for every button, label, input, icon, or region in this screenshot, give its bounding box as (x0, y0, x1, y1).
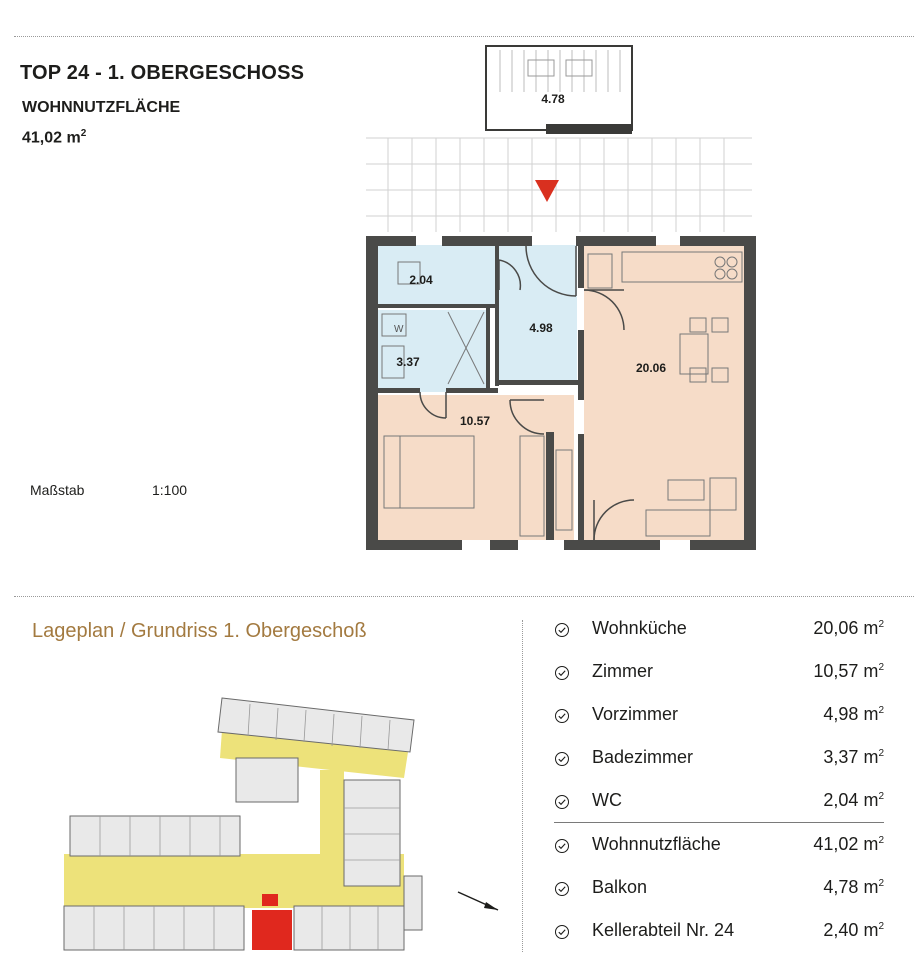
walls (366, 236, 756, 550)
unit-title: TOP 24 - 1. OBERGESCHOSS (20, 62, 305, 84)
site-plan (63, 697, 499, 951)
room-area: 2,40 m2 (823, 920, 884, 941)
room-name: Balkon (592, 877, 648, 897)
room-area-sup: 2 (878, 835, 884, 846)
room-label-bad: 3.37 (396, 355, 420, 369)
room-area-row: Zimmer 10,57 m2 (554, 659, 884, 689)
check-circle-icon (555, 839, 569, 853)
fixtures (381, 251, 743, 537)
room-area: 4,78 m2 (823, 877, 884, 898)
room-area-sup: 2 (878, 705, 884, 716)
room-area: 2,04 m2 (823, 790, 884, 811)
site-unit-lines (93, 703, 400, 950)
unit-area-sup: 2 (80, 128, 87, 139)
room-area-value: 2,04 m (823, 790, 879, 810)
room-area-sup: 2 (878, 791, 884, 802)
check-circle-icon (555, 882, 569, 896)
scale-label: Maßstab (30, 482, 85, 498)
room-area-value: 2,40 m (823, 920, 879, 940)
room-area-value: 4,98 m (823, 704, 879, 724)
room-name: Zimmer (592, 661, 653, 681)
room-area-row: Balkon 4,78 m2 (554, 875, 884, 905)
room-area-value: 20,06 m (813, 618, 879, 638)
bad-fill (378, 310, 490, 392)
room-area-row: Wohnnutzfläche 41,02 m2 (554, 832, 884, 862)
room-area: 41,02 m2 (813, 834, 884, 855)
check-circle-icon (555, 795, 569, 809)
room-area-value: 41,02 m (813, 834, 879, 854)
room-area-value: 10,57 m (813, 661, 879, 681)
room-label-wohnkueche: 20.06 (636, 361, 666, 375)
room-area-row: Badezimmer 3,37 m2 (554, 745, 884, 775)
floor-plan: W 4.78 2.04 3.37 4.98 20.06 10.57 (366, 45, 756, 550)
scale-value: 1:100 (152, 482, 188, 498)
room-area-row: WC 2,04 m2 (554, 788, 884, 818)
zimmer-fill (378, 395, 574, 540)
room-area-row: Wohnküche 20,06 m2 (554, 616, 884, 646)
check-circle-icon (555, 752, 569, 766)
room-area-sup: 2 (878, 921, 884, 932)
balcony (485, 45, 633, 134)
room-label-balkon: 4.78 (541, 92, 565, 106)
north-arrow-icon (457, 891, 499, 911)
vertical-divider (522, 620, 523, 952)
fixture-w-label: W (394, 324, 404, 335)
room-area: 20,06 m2 (813, 618, 884, 639)
unit-area: 41,02 m2 (22, 128, 86, 147)
site-plan-title: Lageplan / Grundriss 1. Obergeschoß (32, 620, 367, 642)
room-name: Badezimmer (592, 747, 694, 767)
check-circle-icon (555, 925, 569, 939)
room-area: 4,98 m2 (823, 704, 884, 725)
room-area-sup: 2 (878, 748, 884, 759)
room-name: Vorzimmer (592, 704, 679, 724)
room-label-wc: 2.04 (409, 273, 433, 287)
room-name: WC (592, 790, 622, 810)
total-divider (554, 822, 884, 823)
room-area-row: Kellerabteil Nr. 24 2,40 m2 (554, 918, 884, 948)
room-name: Wohnküche (592, 618, 687, 638)
unit-subtitle: WOHNNUTZFLÄCHE (22, 99, 181, 116)
room-area-value: 4,78 m (823, 877, 879, 897)
room-label-vorzimmer: 4.98 (529, 321, 553, 335)
unit-highlight (252, 910, 292, 950)
unit-highlight-top (262, 894, 278, 906)
check-circle-icon (555, 623, 569, 637)
check-circle-icon (555, 709, 569, 723)
room-area-row: Vorzimmer 4,98 m2 (554, 702, 884, 732)
entrance-marker (535, 180, 559, 202)
unit-area-value: 41,02 m (22, 129, 81, 147)
room-area: 10,57 m2 (813, 661, 884, 682)
terrace-grid (366, 137, 752, 232)
room-area-value: 3,37 m (823, 747, 879, 767)
check-circle-icon (555, 666, 569, 680)
middle-divider (14, 596, 914, 597)
vorzimmer-fill (497, 245, 577, 385)
room-area-sup: 2 (878, 619, 884, 630)
room-area-sup: 2 (878, 878, 884, 889)
doors (419, 245, 635, 541)
room-area-sup: 2 (878, 662, 884, 673)
room-name: Wohnnutzfläche (592, 834, 721, 854)
room-name: Kellerabteil Nr. 24 (592, 920, 735, 940)
room-area: 3,37 m2 (823, 747, 884, 768)
room-label-zimmer: 10.57 (460, 414, 490, 428)
top-divider (14, 36, 914, 37)
wc-fill (378, 245, 496, 307)
wohnkueche-fill (584, 245, 744, 540)
